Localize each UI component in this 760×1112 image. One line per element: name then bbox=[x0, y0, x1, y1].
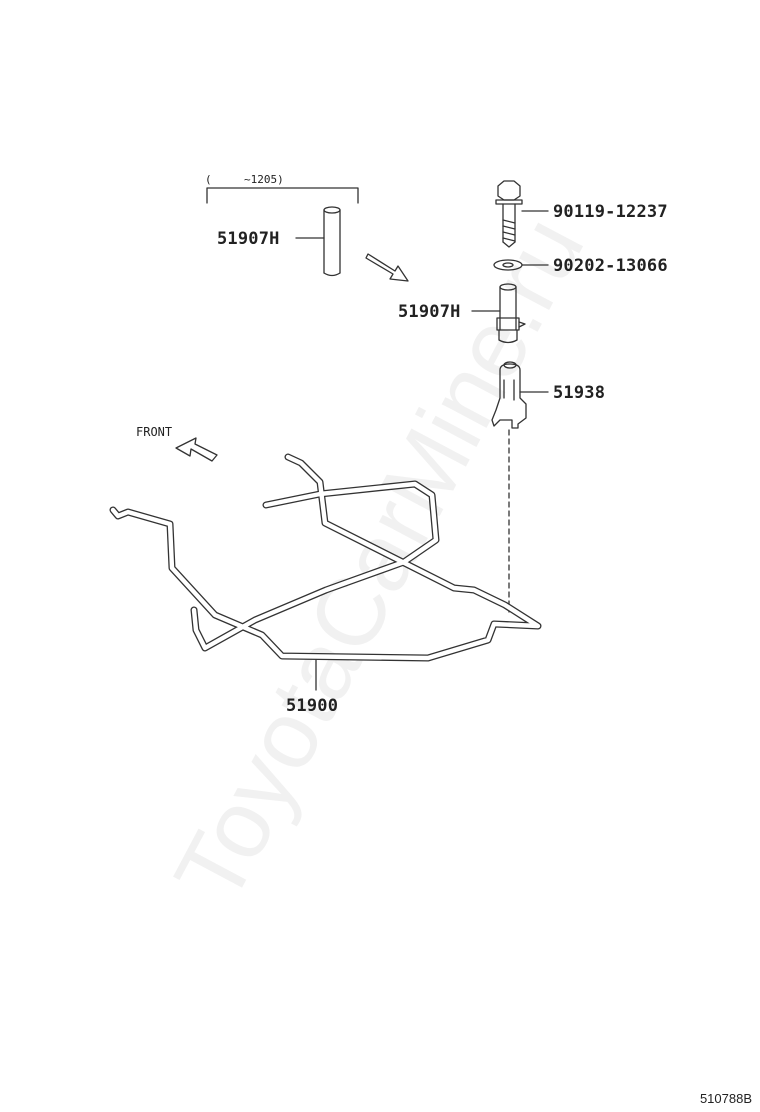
range-note: ~1205) bbox=[244, 173, 284, 186]
part-label-hose-installed: 51907H bbox=[398, 302, 461, 322]
washer-drawing bbox=[493, 259, 549, 271]
range-bracket bbox=[206, 187, 359, 204]
bolt-drawing bbox=[495, 180, 549, 248]
part-label-bolt: 90119-12237 bbox=[553, 202, 668, 222]
part-label-frame: 51900 bbox=[286, 696, 339, 716]
bracket-drawing bbox=[491, 361, 549, 429]
part-label-bracket: 51938 bbox=[553, 383, 606, 403]
range-note-open: ( bbox=[205, 173, 212, 186]
hose-installed-drawing bbox=[471, 283, 526, 344]
hose-cut-drawing bbox=[295, 206, 341, 277]
front-label: FRONT bbox=[136, 425, 173, 439]
assembly-arrow-icon bbox=[365, 253, 409, 282]
part-label-washer: 90202-13066 bbox=[553, 256, 668, 276]
figure-code: 510788B bbox=[699, 1091, 752, 1106]
front-arrow-icon bbox=[175, 437, 218, 462]
part-label-hose-cut: 51907H bbox=[217, 229, 280, 249]
frame-tubing-drawing bbox=[109, 453, 542, 691]
